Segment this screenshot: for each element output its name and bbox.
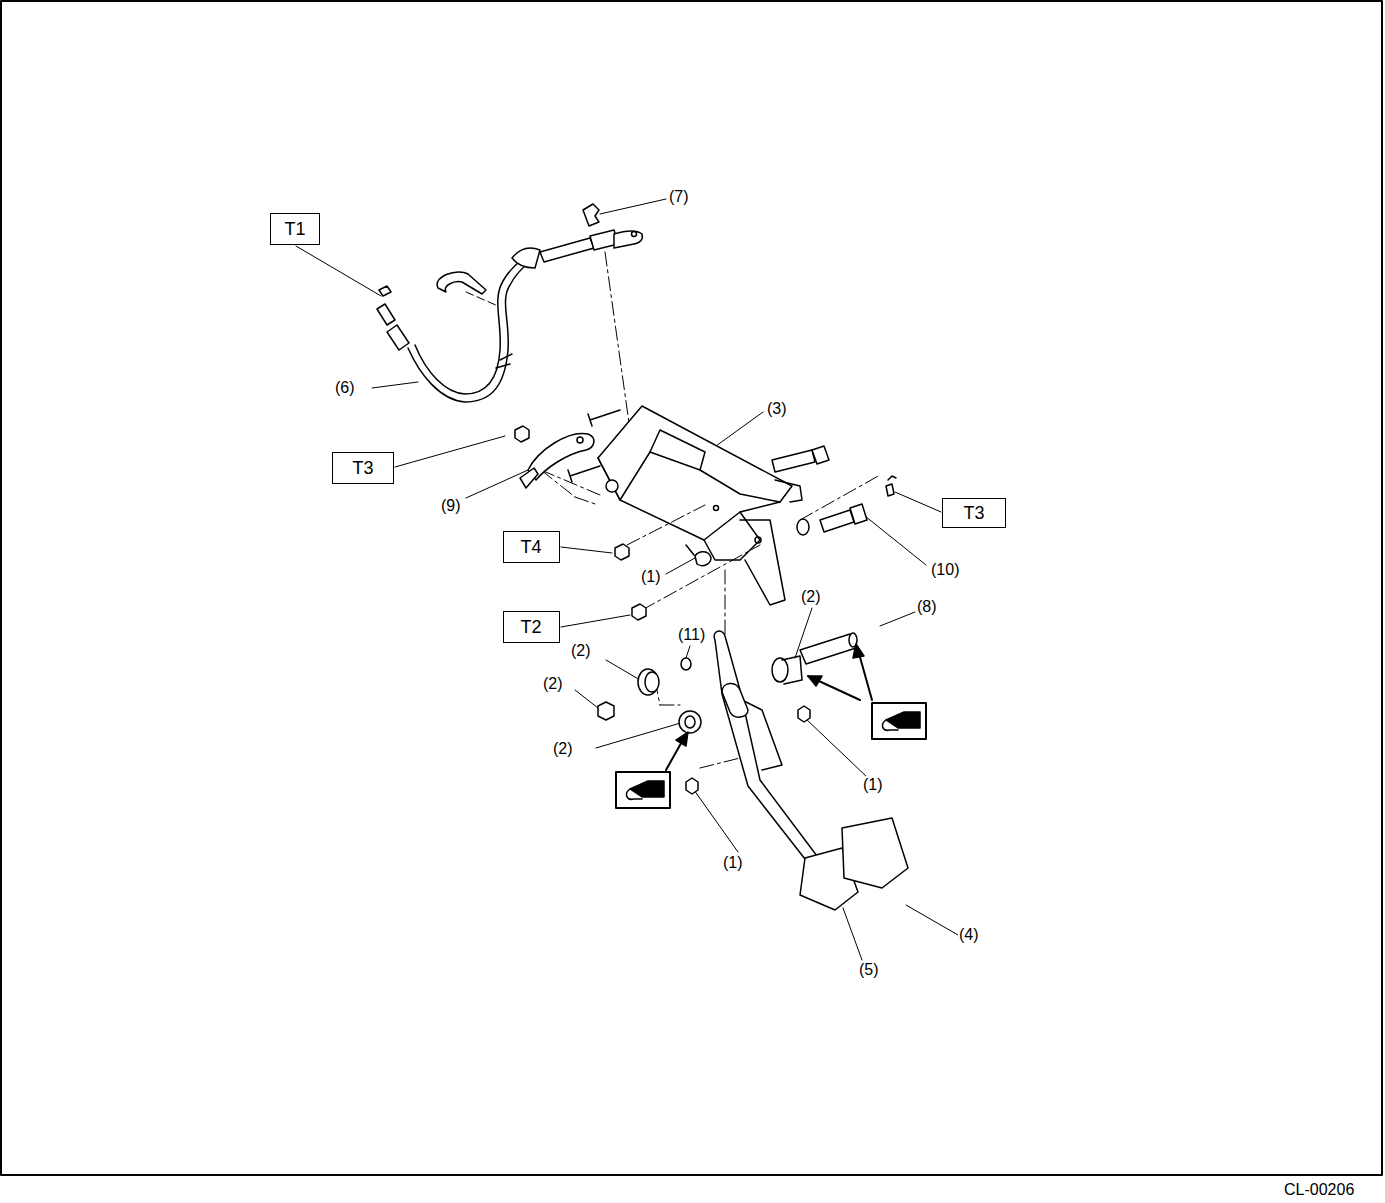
- clip: [583, 204, 599, 226]
- callout-number: (2): [542, 675, 564, 693]
- callout-number: (1): [862, 776, 884, 794]
- callout-number: (8): [916, 598, 938, 616]
- assembly-lines: [541, 252, 880, 768]
- callout-number: (2): [800, 588, 822, 606]
- brake-pedal-pad: [842, 818, 908, 888]
- torque-code: T3: [963, 503, 984, 524]
- torque-code: T2: [520, 617, 541, 638]
- torque-box: T1: [270, 213, 320, 245]
- callout-number: (1): [722, 854, 744, 872]
- callout-number: (10): [930, 561, 960, 579]
- torque-box: T3: [332, 452, 394, 484]
- fasteners: [515, 426, 711, 620]
- callout-number: (1): [640, 568, 662, 586]
- callout-number: (2): [552, 740, 574, 758]
- torque-box: T3: [942, 498, 1006, 528]
- callout-number: (4): [958, 926, 980, 944]
- torque-box: T4: [503, 531, 560, 563]
- torque-code: T1: [284, 219, 305, 240]
- torque-code: T3: [352, 458, 373, 479]
- tie-band: [437, 272, 486, 294]
- callout-number: (2): [570, 642, 592, 660]
- torque-code: T4: [520, 537, 541, 558]
- leader-lines: [296, 199, 958, 960]
- callout-number: (3): [766, 400, 788, 418]
- clutch-cable: [377, 230, 642, 402]
- pedal-bracket: [520, 406, 896, 605]
- callout-number: (7): [668, 188, 690, 206]
- callout-number: (5): [858, 961, 880, 979]
- frame: [1, 1, 1382, 1175]
- callout-number: (6): [334, 379, 356, 397]
- callout-number: (9): [440, 497, 462, 515]
- clutch-pedal: [714, 631, 858, 910]
- callout-number: (11): [677, 626, 706, 644]
- grease-symbol: [616, 644, 926, 808]
- torque-box: T2: [503, 611, 560, 643]
- figure-code: CL-00206: [1283, 1181, 1355, 1199]
- bushings: [598, 633, 857, 794]
